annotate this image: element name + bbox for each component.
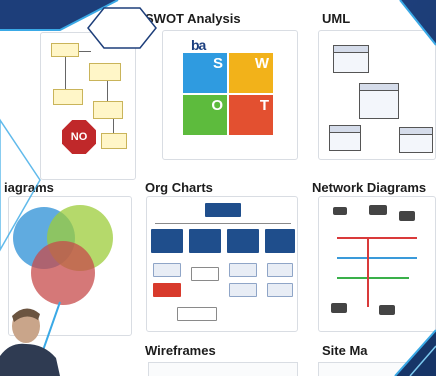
network-link	[337, 257, 417, 259]
org-node-staff	[177, 307, 217, 321]
org-node-staff	[229, 283, 257, 297]
computer-icon	[331, 303, 347, 313]
flow-node	[53, 89, 83, 105]
swot-thumbnail[interactable]: ba S W O T	[162, 30, 298, 160]
server-icon	[333, 207, 347, 215]
org-node-alert	[153, 283, 181, 297]
swot-quadrant-w: W	[229, 53, 273, 93]
network-link	[337, 237, 417, 239]
org-node-staff	[267, 263, 293, 277]
flow-node	[93, 101, 123, 119]
wireframes-thumbnail[interactable]	[148, 362, 298, 376]
flowchart-thumbnail[interactable]	[40, 32, 136, 180]
network-diagram-thumbnail[interactable]	[318, 196, 436, 332]
org-node-staff	[229, 263, 257, 277]
network-link	[337, 277, 409, 279]
presenter-hair	[12, 308, 40, 322]
uml-class-box	[329, 125, 361, 151]
category-sitemap-label[interactable]: Site Ma	[322, 343, 368, 358]
presenter-shirt	[0, 343, 60, 376]
category-swot-label[interactable]: SWOT Analysis	[145, 11, 241, 26]
sitemap-thumbnail[interactable]	[318, 362, 436, 376]
computer-icon	[379, 305, 395, 315]
org-connector	[155, 223, 291, 224]
swot-logo: ba	[191, 37, 206, 53]
flow-connector	[113, 119, 114, 133]
swot-letter: S	[212, 55, 223, 72]
uml-thumbnail[interactable]	[318, 30, 436, 160]
category-wireframes-label[interactable]: Wireframes	[145, 343, 216, 358]
category-network-label[interactable]: Network Diagrams	[312, 180, 427, 195]
org-node	[265, 229, 295, 253]
org-node	[227, 229, 259, 253]
flow-node	[89, 63, 121, 81]
org-node-root	[205, 203, 241, 217]
category-org-label[interactable]: Org Charts	[145, 180, 213, 195]
org-node	[151, 229, 183, 253]
flow-node	[101, 133, 127, 149]
category-uml-label[interactable]: UML	[322, 11, 351, 26]
org-node-staff	[153, 263, 181, 277]
flow-connector	[65, 57, 66, 89]
swot-letter: O	[211, 97, 223, 114]
stop-sign-icon: NO	[62, 120, 96, 154]
presenter-photo	[0, 308, 60, 376]
uml-class-box	[359, 83, 399, 119]
org-node	[189, 229, 221, 253]
swot-letter: W	[254, 55, 269, 72]
network-link	[367, 237, 369, 307]
swot-quadrant-o: O	[183, 95, 227, 135]
frame-corner	[56, 0, 90, 6]
swot-quadrant-t: T	[229, 95, 273, 135]
uml-class-box	[333, 45, 369, 73]
org-node-staff	[191, 267, 219, 281]
category-diagrams-label[interactable]: iagrams	[4, 180, 54, 195]
flow-connector	[79, 51, 91, 52]
uml-class-box	[399, 127, 433, 153]
switch-icon	[399, 211, 415, 221]
org-chart-thumbnail[interactable]	[146, 196, 298, 332]
flow-connector	[107, 81, 108, 101]
swot-quadrant-s: S	[183, 53, 227, 93]
swot-letter: T	[259, 97, 269, 114]
org-node-staff	[267, 283, 293, 297]
flow-node	[51, 43, 79, 57]
venn-set-c	[31, 241, 95, 305]
router-icon	[369, 205, 387, 215]
